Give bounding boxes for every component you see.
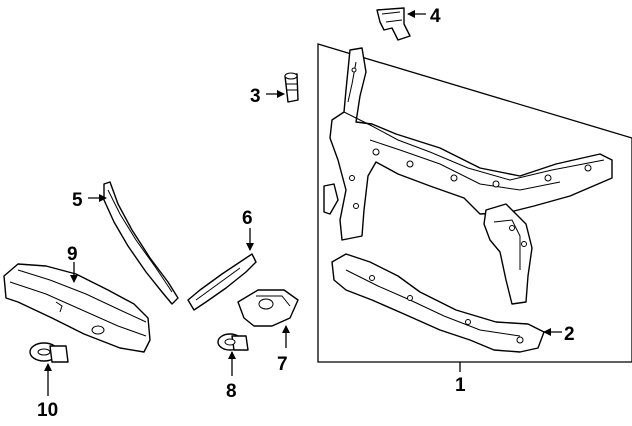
side-bracket-part bbox=[187, 253, 257, 311]
leader-lines bbox=[44, 10, 562, 396]
callout-8: 8 bbox=[226, 381, 237, 402]
assembly-box bbox=[317, 43, 632, 363]
clip-10-part bbox=[29, 342, 69, 363]
callout-10: 10 bbox=[37, 400, 58, 421]
callout-4: 4 bbox=[430, 6, 441, 27]
strut-part bbox=[103, 181, 179, 305]
bracket-part bbox=[376, 7, 411, 41]
callout-7: 7 bbox=[277, 354, 288, 375]
callout-9: 9 bbox=[67, 244, 78, 265]
pin-part bbox=[284, 72, 299, 103]
radiator-support-part bbox=[323, 47, 613, 353]
callout-6: 6 bbox=[242, 208, 253, 229]
sensor-bracket-part bbox=[237, 289, 299, 327]
callout-3: 3 bbox=[250, 86, 261, 107]
grille-panel-part bbox=[3, 263, 151, 353]
callout-2: 2 bbox=[564, 324, 575, 345]
callout-1: 1 bbox=[455, 375, 466, 396]
callout-5: 5 bbox=[72, 190, 83, 211]
push-clip-part bbox=[217, 333, 249, 351]
